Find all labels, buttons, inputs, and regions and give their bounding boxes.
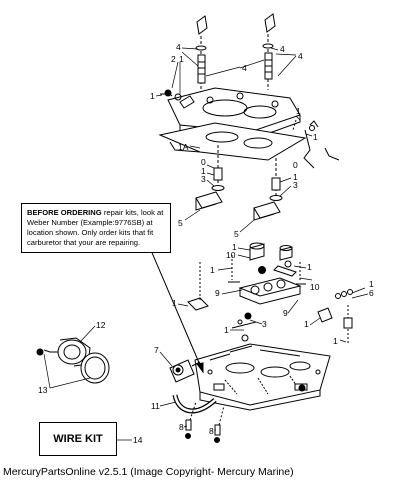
air-horn-cover [160, 87, 301, 141]
callout-1: 1 [313, 132, 318, 142]
vent-tubes [195, 13, 276, 110]
callout-1: 1 [333, 336, 338, 346]
callout-1: 1 [293, 172, 298, 182]
callout-1: 1 [179, 54, 184, 64]
callout-9: 9 [283, 308, 288, 318]
callout-7: 7 [154, 345, 159, 355]
callout-5: 5 [234, 229, 239, 239]
callout-6: 6 [369, 288, 374, 298]
callout-14: 14 [133, 435, 143, 445]
fuel-inlet-fitting [169, 359, 201, 383]
callout-1: 1 [307, 262, 312, 272]
callout-1a: 1A [178, 142, 189, 152]
callout-3: 3 [262, 319, 267, 329]
vent-hose [172, 394, 217, 414]
image-caption: MercuryPartsOnline v2.5.1 (Image Copyrig… [3, 466, 294, 478]
callout-0: 0 [201, 157, 206, 167]
callout-1: 1 [232, 242, 237, 252]
callout-10: 10 [226, 250, 236, 260]
choke-linkage [292, 119, 340, 169]
callout-1: 1 [150, 91, 155, 101]
callout-1: 1 [224, 325, 229, 335]
ordering-note-box: BEFORE ORDERING repair kits, look at Web… [21, 203, 171, 253]
floats [195, 191, 281, 221]
callout-5: 5 [178, 218, 183, 228]
callout-8: 8 [209, 426, 214, 436]
wire-kit-label: WIRE KIT [53, 433, 103, 445]
main-body-upper [228, 242, 306, 285]
callout-2: 2 [171, 54, 176, 64]
venturi-cluster [238, 277, 302, 305]
callout-13: 13 [38, 385, 48, 395]
throttle-body-screws [185, 401, 225, 443]
callout-numbers: 4 4 4 4 2 1 1 1 1 1A 0 1 3 0 1 3 5 5 1 1… [38, 42, 374, 445]
note-leader-arrow [196, 362, 204, 374]
throttle-body [194, 343, 331, 411]
callout-1: 1 [172, 298, 177, 308]
callout-4: 4 [242, 63, 247, 73]
metering-rods [211, 145, 283, 201]
callout-9: 9 [215, 288, 220, 298]
callout-4: 4 [176, 42, 181, 52]
note-leader-line [149, 247, 204, 373]
callout-4: 4 [298, 51, 303, 61]
callout-10: 10 [310, 282, 320, 292]
pump-parts [187, 262, 353, 345]
callout-1: 1 [296, 106, 301, 116]
callout-8: 8 [179, 422, 184, 432]
callout-0: 0 [293, 160, 298, 170]
callout-3: 3 [293, 180, 298, 190]
diaphragm-assembly [36, 337, 110, 384]
callout-12: 12 [96, 320, 106, 330]
callout-1: 1 [369, 279, 374, 289]
wire-kit-box: WIRE KIT [39, 422, 117, 456]
callout-1: 1 [304, 319, 309, 329]
ordering-note-lead: BEFORE ORDERING [27, 208, 102, 217]
ordering-note-text: repair kits, look at Weber Number (Examp… [27, 208, 164, 247]
callout-4: 4 [280, 44, 285, 54]
callout-1: 1 [210, 265, 215, 275]
callout-3: 3 [201, 174, 206, 184]
leader-lines [43, 47, 369, 441]
gasket [158, 122, 307, 161]
callout-11: 11 [151, 401, 160, 411]
callout-1: 1 [201, 166, 206, 176]
